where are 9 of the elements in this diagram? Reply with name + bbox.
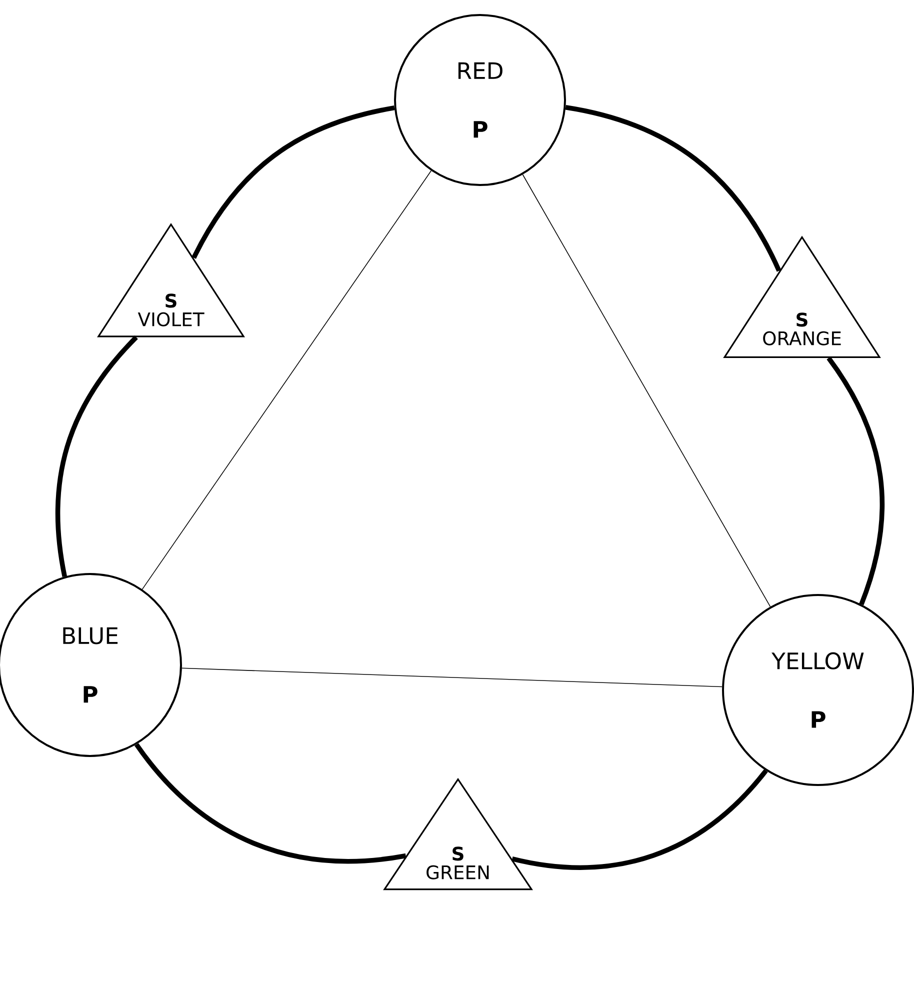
ring-arc	[826, 356, 884, 606]
ring-arc	[512, 769, 768, 870]
ring-arc	[565, 105, 782, 272]
ring-arc	[192, 105, 395, 259]
ring-arc	[134, 742, 406, 864]
connecting-line	[182, 668, 722, 688]
connecting-line	[142, 170, 432, 590]
ring-arc	[55, 336, 138, 577]
connecting-line	[522, 174, 771, 608]
